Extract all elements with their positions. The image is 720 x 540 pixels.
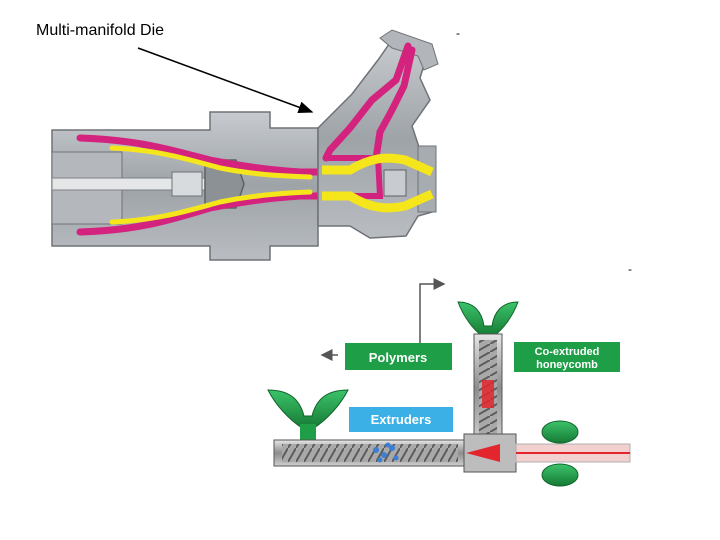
left-hopper [268, 390, 348, 428]
upper-roller [542, 421, 578, 443]
top-hopper [458, 302, 518, 336]
vertical-melt [482, 380, 494, 408]
polymers-label: Polymers [369, 350, 428, 365]
coextruded-label-line2: honeycomb [536, 359, 598, 371]
pointer-arrow [138, 48, 312, 112]
horizontal-screw [282, 444, 458, 462]
die-valve [384, 170, 406, 196]
lower-roller [542, 464, 578, 486]
die-mandrel-hub [172, 172, 202, 196]
multi-manifold-die [52, 30, 438, 260]
extruders-label: Extruders [371, 412, 432, 427]
coextrusion-line: Polymers Co-extruded honeycomb Extruders [268, 284, 630, 486]
left-hopper-throat [300, 424, 316, 440]
coextruded-label-line1: Co-extruded [535, 346, 600, 358]
